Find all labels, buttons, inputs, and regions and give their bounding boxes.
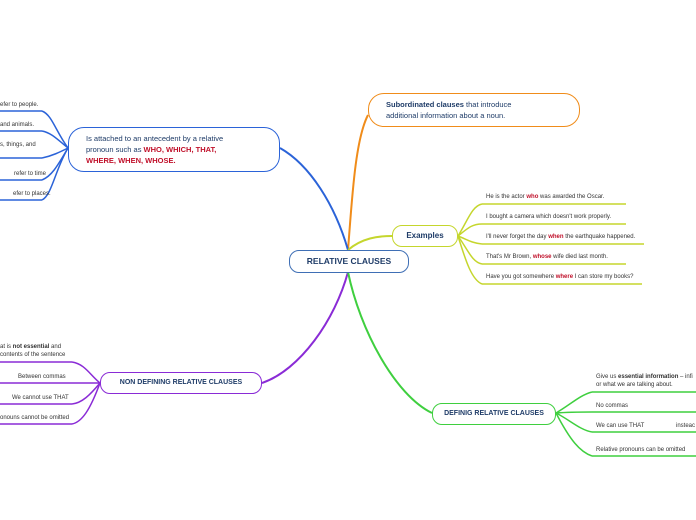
example-4-before: That's Mr Brown, <box>486 254 533 260</box>
connector-root-subordinated <box>347 114 369 251</box>
antecedent-leaf-3: s, things, and <box>0 142 36 148</box>
connector-root-nondefining <box>261 271 349 384</box>
examples-node[interactable]: Examples <box>392 225 458 247</box>
nondefining-label: NON DEFINING RELATIVE CLAUSES <box>119 379 243 386</box>
defining-leaf1-suffix: – infi <box>678 374 693 380</box>
example-item-2: I bought a camera which doesn't work pro… <box>486 214 611 220</box>
example-item-1: He is the actor who was awarded the Osca… <box>486 194 604 200</box>
example-1-before: He is the actor <box>486 194 527 200</box>
example-item-5: Have you got somewhere where I can store… <box>486 274 633 280</box>
nondefining-leaf1-bold: not essential <box>12 344 50 350</box>
antecedent-leaf-2: and animals. <box>0 122 35 128</box>
nondefining-node[interactable]: NON DEFINING RELATIVE CLAUSES <box>100 372 262 394</box>
subordinated-line1: Subordinated clauses that introduce <box>386 99 579 110</box>
example-3-after: the earthquake happened. <box>563 234 636 240</box>
nondefining-leaf-that: We cannot use THAT <box>12 395 69 401</box>
example-1-after: was awarded the Oscar. <box>538 194 605 200</box>
nondefining-leaf-commas: Between commas <box>18 374 66 380</box>
root-node[interactable]: RELATIVE CLAUSES <box>289 250 409 273</box>
example-item-3: I'll never forget the day when the earth… <box>486 234 635 240</box>
subordinated-line2: additional information about a noun. <box>386 111 506 120</box>
example-1-pronoun: who <box>526 194 539 200</box>
defining-leaf-that-extra: insteac <box>676 423 696 429</box>
antecedent-leaf-1: efer to people. <box>0 102 39 108</box>
nondefining-leaf1-prefix: at is <box>0 344 13 350</box>
nondefining-leaf1-suffix: and <box>49 344 62 350</box>
example-5-pronoun: where <box>555 274 574 280</box>
defining-label: DEFINIG RELATIVE CLAUSES <box>444 410 544 417</box>
nondefining-leaf-omit: onouns cannot be omitted <box>0 415 70 421</box>
defining-leaf-omit: Relative pronouns can be omitted <box>596 447 686 453</box>
antecedent-line2: pronoun such as WHO, WHICH, THAT, <box>86 144 279 155</box>
example-2-text: I bought a camera which doesn't work pro… <box>486 214 612 220</box>
subordinated-bold: Subordinated clauses <box>386 100 464 109</box>
example-3-pronoun: when <box>548 234 564 240</box>
example-3-before: I'll never forget the day <box>486 234 549 240</box>
defining-leaf1-line2: or what we are talking about. <box>596 382 673 388</box>
examples-branches <box>457 203 644 285</box>
defining-leaf-commas: No commas <box>596 403 629 409</box>
antecedent-line1: Is attached to an antecedent by a relati… <box>86 134 224 143</box>
connector-root-antecedent <box>279 147 349 251</box>
nondefining-branches <box>0 361 101 425</box>
antecedent-pronouns-1: WHO, WHICH, THAT, <box>143 145 217 154</box>
subordinated-rest: that introduce <box>463 100 512 109</box>
antecedent-leaf-5: efer to places. <box>13 191 51 197</box>
example-4-pronoun: whose <box>532 254 552 260</box>
antecedent-pronouns-2: WHERE, WHEN, WHOSE. <box>86 156 176 165</box>
connector-root-defining <box>347 271 433 414</box>
nondefining-leaf1-line2: contents of the sentence <box>0 352 66 358</box>
example-4-after: wife died last month. <box>551 254 608 260</box>
defining-leaf-essential: Give us essential information – infi <box>596 374 693 380</box>
root-label: RELATIVE CLAUSES <box>306 256 392 266</box>
examples-label: Examples <box>406 231 444 240</box>
defining-leaf1-bold: essential information <box>618 374 679 380</box>
nondefining-leaf-essential: at is not essential and <box>0 344 61 350</box>
example-item-4: That's Mr Brown, whose wife died last mo… <box>486 254 608 260</box>
connector-root-examples <box>347 235 393 251</box>
antecedent-node[interactable]: Is attached to an antecedent by a relati… <box>68 127 280 172</box>
example-5-after: I can store my books? <box>573 274 634 280</box>
example-5-before: Have you got somewhere <box>486 274 556 280</box>
subordinated-node[interactable]: Subordinated clauses that introduce addi… <box>368 93 580 127</box>
defining-leaf-that: We can use THAT <box>596 423 645 429</box>
defining-leaf1-prefix: Give us <box>596 374 619 380</box>
defining-branches <box>555 391 696 457</box>
antecedent-line2-prefix: pronoun such as <box>86 145 144 154</box>
defining-node[interactable]: DEFINIG RELATIVE CLAUSES <box>432 403 556 425</box>
antecedent-leaf-4: refer to time <box>14 171 47 177</box>
antecedent-branches <box>0 110 69 201</box>
